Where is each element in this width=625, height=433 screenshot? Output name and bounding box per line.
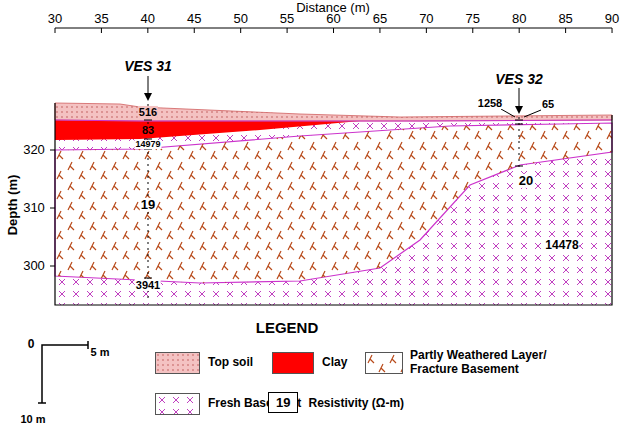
legend-swatch <box>272 352 314 374</box>
legend-sample-box: 19 <box>268 392 298 413</box>
resistivity-value: 1258 <box>477 97 503 109</box>
depth-ticks <box>50 150 55 266</box>
resistivity-value: 14478 <box>544 239 579 252</box>
fresh-basement <box>55 120 612 305</box>
clay-layer <box>55 120 360 140</box>
weathered-layer <box>55 123 612 283</box>
distance-axis <box>55 28 612 33</box>
legend-text: Clay <box>322 356 347 370</box>
section-frame <box>55 103 612 305</box>
tick-label: 45 <box>186 12 202 26</box>
ves-label: VES 31 <box>123 59 172 74</box>
tick-label: 70 <box>418 12 434 26</box>
legend-swatch <box>155 352 200 374</box>
tick-label: 35 <box>93 12 109 26</box>
scale-bar <box>38 341 88 403</box>
ves-markers <box>144 76 541 300</box>
tick-label: 85 <box>557 12 573 26</box>
legend-title: LEGEND <box>255 320 320 337</box>
resistivity-value: 3941 <box>135 279 161 291</box>
tick-label: 30 <box>47 12 63 26</box>
resistivity-value: 14979 <box>134 140 161 150</box>
tick-label: 60 <box>325 12 341 26</box>
scale-label: 0 <box>27 338 36 351</box>
legend-text: Partly Weathered Layer/ Fracture Basemen… <box>410 349 560 377</box>
legend-text: Top soil <box>208 356 253 370</box>
legend-swatch <box>365 352 403 374</box>
resistivity-value: 20 <box>518 174 534 188</box>
tick-label: 75 <box>465 12 481 26</box>
tick-label: 320 <box>22 143 46 157</box>
axis-title: Depth (m) <box>6 174 20 237</box>
legend-text: Resistivity (Ω-m) <box>308 397 404 411</box>
tick-label: 50 <box>232 12 248 26</box>
tick-label: 90 <box>604 12 620 26</box>
tick-label: 65 <box>372 12 388 26</box>
resistivity-value: 83 <box>141 124 155 136</box>
resistivity-value: 516 <box>138 106 158 118</box>
resistivity-sample: 19 <box>276 395 290 410</box>
ves-label: VES 32 <box>494 72 543 87</box>
top-soil <box>55 103 612 121</box>
tick-label: 310 <box>22 201 46 215</box>
tick-label: 80 <box>511 12 527 26</box>
tick-label: 40 <box>140 12 156 26</box>
legend-swatch <box>155 393 200 415</box>
resistivity-value: 65 <box>541 98 555 110</box>
resistivity-value: 19 <box>140 198 156 212</box>
tick-label: 55 <box>279 12 295 26</box>
scale-label: 10 m <box>19 413 46 425</box>
tick-label: 300 <box>22 259 46 273</box>
scale-label: 5 m <box>90 346 111 358</box>
